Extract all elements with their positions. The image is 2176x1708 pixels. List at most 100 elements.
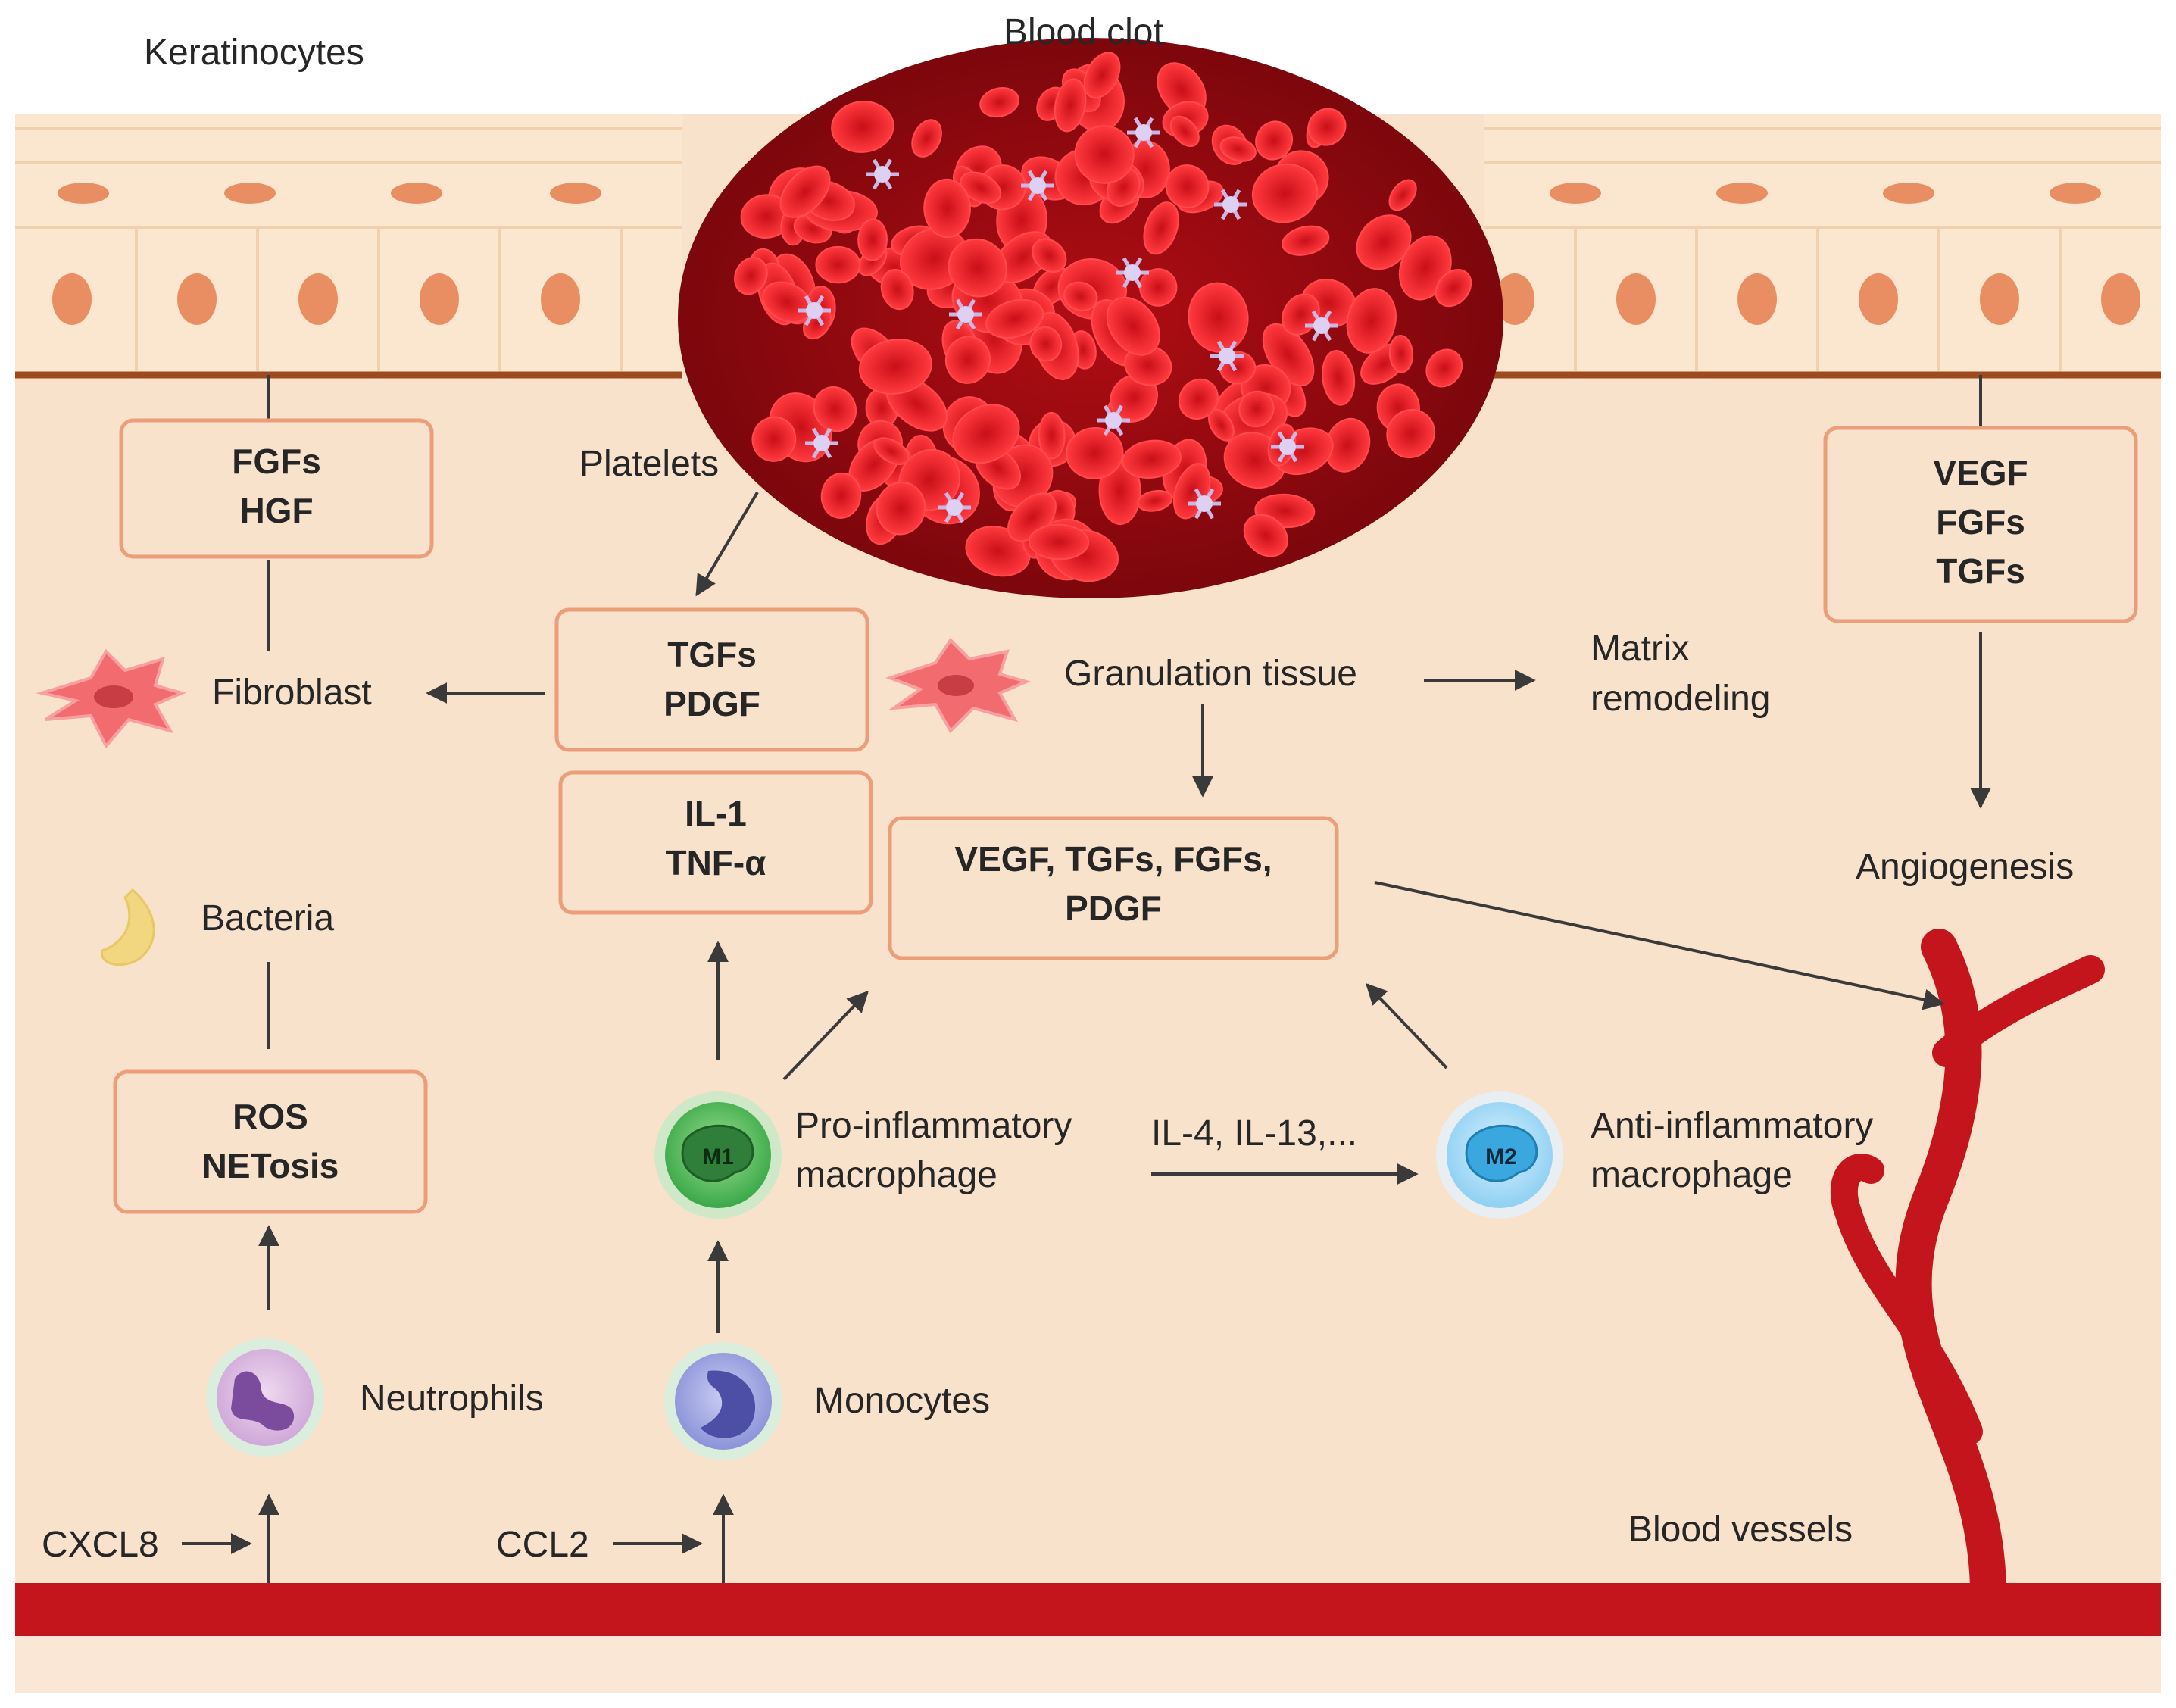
platelet-icon (1116, 257, 1149, 289)
fibroblast-cell (36, 648, 186, 749)
red-blood-cell (1435, 269, 1472, 308)
label-pro-inflammatory-2: macrophage (795, 1155, 997, 1195)
red-blood-cell (1038, 411, 1066, 460)
box-fgfs-hgf (119, 418, 434, 559)
granulation-fibroblast-cell (885, 637, 1031, 734)
m1-badge: M1 (702, 1144, 734, 1169)
red-blood-cell (1063, 281, 1098, 312)
label-monocytes: Monocytes (814, 1381, 990, 1421)
platelet-icon (1214, 189, 1247, 220)
red-blood-cell (1169, 115, 1200, 148)
tgfs-pdgf-line-2: PDGF (663, 684, 760, 723)
label-bacteria: Bacteria (201, 898, 334, 938)
red-blood-cell (1425, 348, 1463, 388)
platelet-icon (1021, 170, 1054, 201)
box-ros-netosis (113, 1069, 428, 1214)
tgfs-pdgf-line-1: TGFs (667, 635, 757, 674)
monocyte-cell (664, 1342, 782, 1460)
red-blood-cell (1054, 78, 1087, 133)
platelet-icon (866, 158, 899, 190)
platelets-in-clot (798, 117, 1338, 523)
fgfs-hgf-line-2: HGF (239, 491, 313, 530)
m2-macrophage-cell: M2 (1436, 1091, 1563, 1219)
red-blood-cell (1143, 201, 1179, 255)
label-blood-vessels: Blood vessels (1628, 1510, 1853, 1550)
red-blood-cell (923, 178, 971, 239)
red-blood-cell (1083, 52, 1121, 99)
platelet-icon (798, 295, 831, 326)
red-blood-cell (1029, 326, 1063, 362)
growth-factors-line-1: VEGF, TGFs, FGFs, (954, 839, 1272, 879)
red-blood-cell (880, 269, 914, 311)
m1-macrophage-cell: M1 (654, 1091, 782, 1219)
label-ccl2: CCL2 (496, 1525, 589, 1565)
red-blood-cell (1122, 439, 1182, 479)
label-cxcl8: CXCL8 (42, 1525, 159, 1565)
label-il-signal: IL-4, IL-13,... (1151, 1113, 1357, 1154)
platelet-icon (1097, 404, 1130, 436)
red-blood-cell (1282, 225, 1330, 256)
label-fibroblast: Fibroblast (212, 673, 372, 713)
red-blood-cell (1356, 214, 1412, 270)
red-blood-cell (876, 481, 926, 536)
red-blood-cell (1251, 163, 1319, 223)
red-blood-cell (985, 298, 1044, 339)
blood-clot (678, 38, 1503, 598)
red-blood-cell (1243, 514, 1288, 557)
blood-vessel-horizontal (15, 1583, 2161, 1636)
red-blood-cell (952, 404, 1020, 464)
keratinocyte-layer-right (1484, 114, 2161, 375)
growth-factors-line-2: PDGF (1065, 888, 1162, 928)
box-il1-tnf (558, 770, 873, 915)
label-granulation-tissue: Granulation tissue (1064, 654, 1357, 694)
red-blood-cell (1178, 378, 1219, 420)
red-blood-cell (1165, 164, 1210, 209)
ros-netosis-line-1: ROS (233, 1097, 308, 1136)
blood-vessel-branch (1830, 929, 2105, 1605)
red-blood-cell (1066, 427, 1124, 479)
label-blood-clot: Blood clot (1004, 12, 1163, 52)
red-blood-cell (1388, 179, 1417, 211)
platelet-icon (1210, 340, 1244, 372)
label-platelets: Platelets (579, 444, 719, 484)
bacteria-icon (101, 888, 155, 966)
m2-badge: M2 (1485, 1144, 1517, 1169)
red-blood-cell (1346, 288, 1397, 354)
label-pro-inflammatory-1: Pro-inflammatory (795, 1106, 1072, 1146)
red-blood-cell (1074, 125, 1135, 184)
platelet-icon (938, 492, 971, 523)
label-anti-inflammatory-1: Anti-inflammatory (1591, 1106, 1873, 1146)
ros-netosis-line-2: NETosis (202, 1146, 339, 1185)
red-blood-cell (1219, 136, 1257, 162)
red-blood-cell (858, 339, 932, 395)
red-blood-cell (960, 171, 1002, 205)
platelet-icon (949, 298, 982, 330)
platelet-icon (1271, 431, 1304, 463)
arrow-platelets-tgfs (695, 491, 759, 597)
vegf-box-line-1: VEGF (1933, 453, 2028, 492)
red-blood-cell (734, 257, 768, 295)
neutrophil-cell (206, 1338, 324, 1457)
red-blood-cell (831, 101, 894, 153)
arrow-m1-growth-factors (782, 990, 869, 1081)
box-growth-factors (888, 816, 1339, 960)
red-blood-cell (820, 472, 862, 519)
red-blood-cell (1138, 268, 1178, 307)
vegf-box-line-2: FGFs (1936, 502, 2025, 542)
red-blood-cell (1255, 120, 1294, 161)
red-blood-cell (751, 416, 797, 462)
red-blood-cell (911, 119, 942, 158)
platelet-icon (1188, 488, 1221, 520)
red-blood-cell (873, 437, 910, 465)
arrow-growth-factors-vessel (1374, 881, 1945, 1010)
platelet-icon (1127, 117, 1160, 148)
platelet-icon (805, 427, 838, 459)
platelet-icon (1305, 310, 1338, 342)
red-blood-cell (815, 245, 861, 284)
red-blood-cell (1238, 390, 1275, 428)
red-blood-cell (1029, 523, 1090, 560)
red-blood-cell (1106, 296, 1160, 356)
il1-tnf-line-1: IL-1 (685, 794, 747, 833)
arrow-m2-growth-factors (1366, 982, 1448, 1069)
